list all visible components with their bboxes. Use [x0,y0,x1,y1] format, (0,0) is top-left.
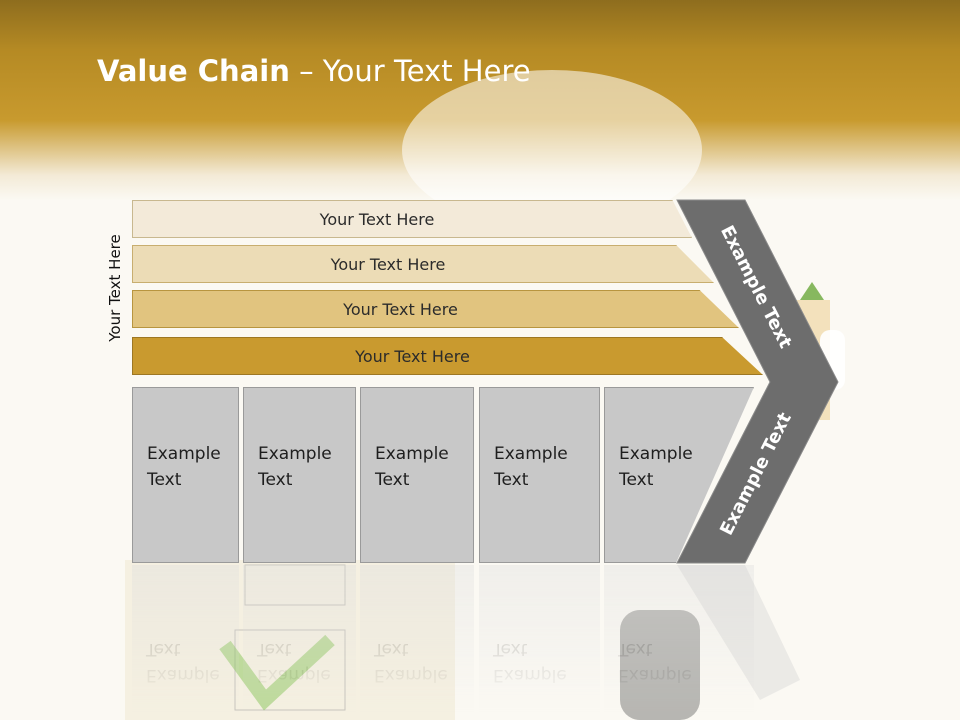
title-rest: – Your Text Here [289,54,531,88]
title-bold: Value Chain [97,54,290,88]
support-band-1: Your Text Here [132,200,692,238]
primary-activity-box-4: Example Text [479,387,600,563]
box-line1: Example [619,444,693,464]
primary-activity-box-3: Example Text [360,387,474,563]
band-label: Your Text Here [330,254,446,274]
checklist-board-shape [125,560,455,720]
box-line2: Text [619,470,654,490]
band-label: Your Text Here [343,299,458,319]
pencil-tip-shape [800,282,824,300]
page-title: Value Chain – Your Text Here [97,54,531,94]
band-label: Your Text Here [355,346,470,366]
character-head-shape [402,70,702,230]
box-line1: Example [147,444,221,464]
band-label: Your Text Here [319,209,435,229]
primary-activity-box-2: Example Text [243,387,356,563]
box-line1: Example [375,444,449,464]
box-line2: Text [375,470,410,490]
box-line2: Text [258,470,293,490]
box-line2: Text [147,470,182,490]
box-line2: Text [494,470,529,490]
primary-activity-box-1: Example Text [132,387,239,563]
checkbox-shape-2 [234,629,346,711]
box-line1: Example [258,444,332,464]
support-band-4: Your Text Here [132,337,763,375]
chevron-shape [676,199,839,564]
box-line1: Example [494,444,568,464]
pencil-grip-shape [620,610,700,720]
checkmark-shape [219,634,335,711]
support-band-2: Your Text Here [132,245,714,283]
checkbox-shape [244,564,346,606]
support-band-3: Your Text Here [132,290,739,328]
chevron-reflection-shape [677,565,800,700]
